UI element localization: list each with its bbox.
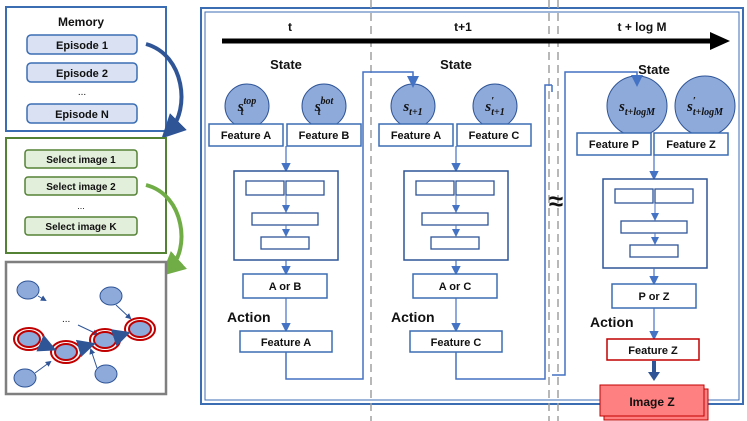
graph-panel: ... (4, 260, 168, 396)
column-3-decision-label: P or Z (639, 291, 670, 303)
graph-node-bottom-left (13, 368, 37, 388)
column-2-action-feature-label: Feature C (431, 337, 482, 349)
column-1-decision-label: A or B (269, 281, 302, 293)
column-2-state-1-symbol: st+1 (402, 99, 422, 118)
column-2-decision (412, 273, 498, 299)
episode-ellipsis: ... (78, 87, 86, 98)
column-1-decision (242, 273, 328, 299)
column-2-feature-2 (456, 123, 532, 147)
column-2-feature-1-label: Feature A (391, 130, 441, 142)
column-3-network (602, 178, 708, 269)
episode-n[interactable]: Episode N (26, 103, 138, 124)
column-3-action-feature (606, 338, 700, 361)
column-2-state-1 (390, 83, 436, 129)
column-2-action-label: Action (391, 309, 435, 325)
column-3-entry-connector (552, 71, 643, 376)
column-3-state-1 (606, 75, 668, 137)
column-1-feature-1 (208, 123, 284, 147)
select-image-2[interactable]: Select image 2 (24, 176, 138, 196)
column-2-decision-label: A or C (439, 281, 472, 293)
column-2-state-2 (472, 83, 518, 129)
column-3-feature-2 (653, 132, 729, 156)
column-3-feature-1-label: Feature P (589, 139, 639, 151)
memory-panel: Memory Episode 1 Episode 2 ... Episode N (5, 6, 167, 132)
select-image-k[interactable]: Select image K (24, 216, 138, 236)
memory-title: Memory (58, 15, 104, 29)
graph-node-isolated (16, 280, 40, 300)
select-image-1-label: Select image 1 (46, 155, 116, 166)
column-3-feature-1 (576, 132, 652, 156)
timeline-label-tlogm: t + log M (618, 20, 667, 34)
output-image-label: Image Z (629, 395, 674, 409)
column-1-feature-2-label: Feature B (299, 130, 350, 142)
column-3-state-2-symbol: s′t+logM (686, 95, 724, 118)
episode-n-label: Episode N (55, 109, 109, 121)
column-2-feature-2-label: Feature C (469, 130, 520, 142)
episode-2-label: Episode 2 (56, 68, 108, 80)
select-image-2-label: Select image 2 (46, 182, 116, 193)
selection-panel: Select image 1 Select image 2 ... Select… (5, 137, 167, 254)
select-ellipsis: ... (77, 201, 85, 211)
select-image-1[interactable]: Select image 1 (24, 149, 138, 169)
column-2-state-2-symbol: s′t+1 (484, 95, 504, 118)
column-1-state-label: State (270, 57, 302, 72)
column-2-to-3-connector (455, 84, 552, 380)
column-1-action-feature-label: Feature A (261, 337, 311, 349)
column-1-network (233, 170, 339, 261)
selection-to-graph-arrow (145, 183, 187, 277)
column-3-action-label: Action (590, 314, 634, 330)
timeline-label-t: t (288, 20, 292, 34)
column-2-network (403, 170, 509, 261)
column-1-feature-1-label: Feature A (221, 130, 271, 142)
timeline: t t+1 t + log M (222, 20, 730, 50)
episode-1[interactable]: Episode 1 (26, 34, 138, 55)
graph-node-top-right (99, 286, 123, 306)
column-1-to-2-connector (285, 71, 419, 380)
episode-2[interactable]: Episode 2 (26, 62, 138, 83)
column-3-state-2 (674, 75, 736, 137)
column-3-feature-2-label: Feature Z (666, 139, 716, 151)
memory-to-selection-arrow (145, 42, 187, 139)
output-image: Image Z (599, 361, 709, 421)
approx-symbol: ≈ (549, 186, 563, 216)
column-1-action-label: Action (227, 309, 271, 325)
column-3-decision (611, 283, 697, 309)
column-1-feature-2 (286, 123, 362, 147)
column-3: State st+logM s′t+logM Feature P Feature Z P … (576, 62, 736, 361)
column-3-action-feature-label: Feature Z (628, 345, 678, 357)
graph-ellipsis: ... (62, 314, 70, 325)
graph-node-bottom-mid (94, 364, 118, 384)
episode-1-label: Episode 1 (56, 40, 108, 52)
timeline-label-t1: t+1 (454, 20, 472, 34)
column-2-feature-1 (378, 123, 454, 147)
column-2-state-label: State (440, 57, 472, 72)
column-3-state-1-symbol: st+logM (618, 99, 656, 118)
select-image-k-label: Select image K (45, 222, 117, 233)
column-3-state-label: State (638, 62, 670, 77)
